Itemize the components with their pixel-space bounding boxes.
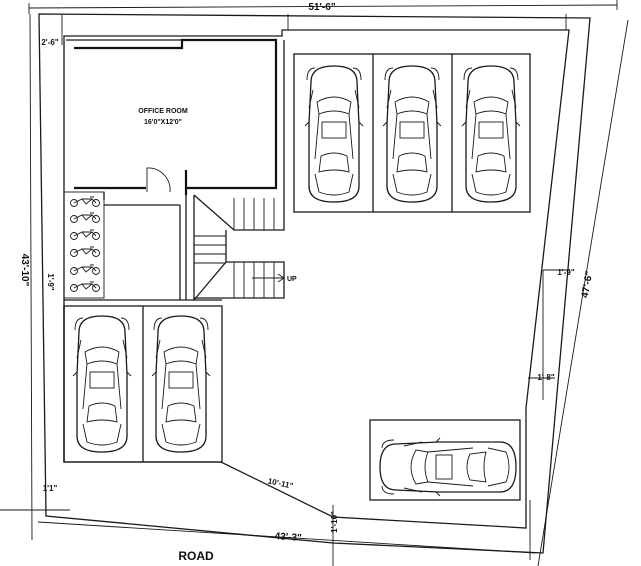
office-door bbox=[146, 167, 171, 193]
parking-bay-top bbox=[293, 53, 531, 213]
car-1 bbox=[304, 65, 364, 203]
building-outline bbox=[63, 29, 570, 529]
bike-parking bbox=[70, 196, 100, 292]
dim-right-depth: 47'-6" bbox=[580, 270, 596, 299]
car-2 bbox=[382, 65, 442, 203]
dim-offset-left: 1'-9" bbox=[46, 273, 55, 290]
office-room-size: 16'0"X12'0" bbox=[144, 119, 182, 126]
parking-bay-right bbox=[369, 419, 521, 501]
road-label: ROAD bbox=[178, 549, 214, 563]
dim-offset-bottom-left: 1'1" bbox=[43, 484, 58, 493]
dim-setback-bottom: 1'-10" bbox=[330, 511, 339, 533]
dim-diag-wall: 10'-11" bbox=[267, 476, 294, 490]
dim-left-depth: 43'-10" bbox=[19, 254, 30, 287]
dim-offset-top-left: 2'-6" bbox=[41, 38, 58, 47]
dim-top-width: 51'-6" bbox=[308, 2, 335, 13]
car-3 bbox=[461, 65, 521, 203]
site-boundary bbox=[38, 13, 591, 554]
dim-offset-right-low: 1'-8" bbox=[537, 373, 554, 382]
office-room-walls bbox=[74, 38, 278, 190]
office-room-label: OFFICE ROOM bbox=[138, 108, 188, 115]
dim-offset-right-mid: 1'-9" bbox=[557, 268, 574, 277]
car-6 bbox=[379, 437, 517, 497]
staircase bbox=[185, 194, 285, 301]
car-4 bbox=[72, 315, 132, 453]
dim-bottom-width: 43'-3" bbox=[274, 531, 302, 544]
car-5 bbox=[151, 315, 211, 453]
stair-up-label: UP bbox=[287, 276, 297, 283]
